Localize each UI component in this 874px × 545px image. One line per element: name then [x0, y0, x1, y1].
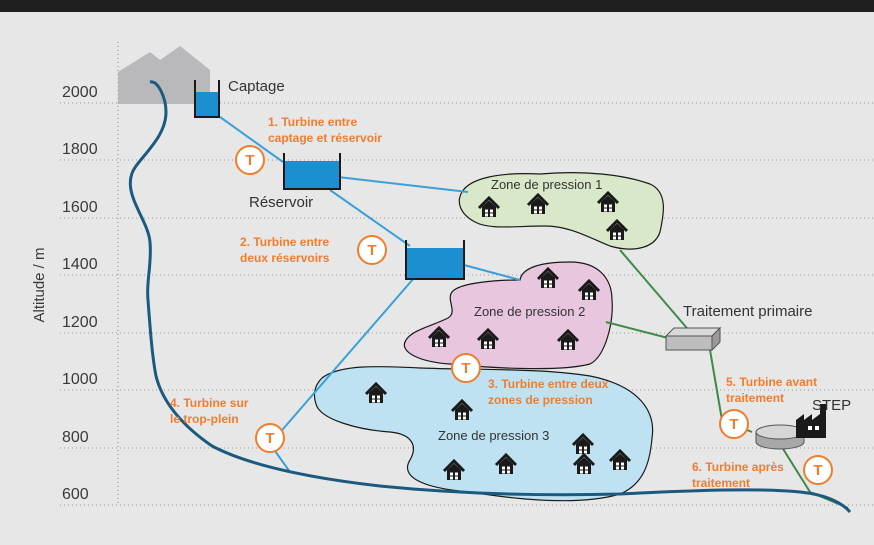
turbine-6: T: [803, 455, 833, 485]
turbine-1: T: [235, 145, 265, 175]
zone2-label: Zone de pression 2: [474, 304, 585, 319]
pipe-reservoir-zone1: [337, 176, 469, 193]
turbine-letter: T: [813, 462, 822, 479]
turbine-5-label-line2: traitement: [726, 391, 784, 405]
turbine-6-label-line2: traitement: [692, 476, 750, 490]
turbine-2: T: [357, 235, 387, 265]
tick-label: 1400: [62, 256, 98, 273]
y-axis-label: Altitude / m: [31, 247, 48, 322]
turbine-3-label-line2: zones de pression: [488, 393, 593, 407]
turbine-letter: T: [729, 416, 738, 433]
turbine-icon: [255, 423, 285, 453]
captage-tank: [194, 80, 220, 118]
treatment-label: Traitement primaire: [683, 303, 812, 320]
tick-label: 800: [62, 429, 89, 446]
turbine-5: T: [719, 409, 749, 439]
turbine-icon: [235, 145, 265, 175]
turbine-4: T: [255, 423, 285, 453]
step-label: STEP: [812, 397, 851, 414]
turbine-icon: [357, 235, 387, 265]
turbine-letter: T: [367, 242, 376, 259]
pipe-captage-reservoir: [219, 116, 284, 163]
turbine-icon: [451, 353, 481, 383]
turbine-letter: T: [461, 360, 470, 377]
turbine-letter: T: [245, 152, 254, 169]
reservoir-1-tank: [283, 153, 341, 190]
turbine-2-label-line2: deux réservoirs: [240, 251, 330, 265]
turbine-1-label-line2: captage et réservoir: [268, 131, 382, 145]
pressure-zone-2: [403, 261, 613, 370]
sewer-zone2-treatment: [605, 321, 669, 339]
turbine-2-label-line1: 2. Turbine entre: [240, 235, 329, 249]
top-bar: [0, 0, 874, 12]
turbine-3: T: [451, 353, 481, 383]
turbine-4-label-line2: le trop-plein: [170, 412, 239, 426]
primary-treatment-box: [664, 326, 722, 352]
tick-label: 1600: [62, 199, 98, 216]
river: [128, 80, 852, 514]
zone1-label: Zone de pression 1: [491, 177, 602, 192]
turbine-5-label-line1: 5. Turbine avant: [726, 375, 817, 389]
turbine-1-label-line1: 1. Turbine entre: [268, 115, 357, 129]
pipe-reservoir2-zone2: [463, 264, 521, 281]
turbine-6-label-line1: 6. Turbine après: [692, 460, 784, 474]
tick-label: 2000: [62, 84, 98, 101]
captage-label: Captage: [228, 78, 285, 95]
turbine-icon: [719, 409, 749, 439]
turbine-4-label-line1: 4. Turbine sur: [170, 396, 249, 410]
tick-label: 600: [62, 486, 89, 503]
factory-icon: [796, 404, 826, 438]
tick-label: 1000: [62, 371, 98, 388]
turbine-icon: [803, 455, 833, 485]
turbine-letter: T: [265, 430, 274, 447]
tick-label: 1800: [62, 141, 98, 158]
y-axis-ticks: 2000 1800 1600 1400 1200 1000 800 600: [60, 84, 874, 506]
reservoir-label: Réservoir: [249, 194, 313, 211]
turbine-3-label-line1: 3. Turbine entre deux: [488, 377, 609, 391]
pipe-reservoir-reservoir: [329, 189, 411, 247]
zone3-label: Zone de pression 3: [438, 428, 549, 443]
sewer-zone1-treatment: [619, 249, 693, 335]
reservoir-2-tank: [405, 240, 465, 280]
step-basin: [755, 424, 805, 450]
mountain-icon: [118, 46, 210, 104]
tick-label: 1200: [62, 314, 98, 331]
